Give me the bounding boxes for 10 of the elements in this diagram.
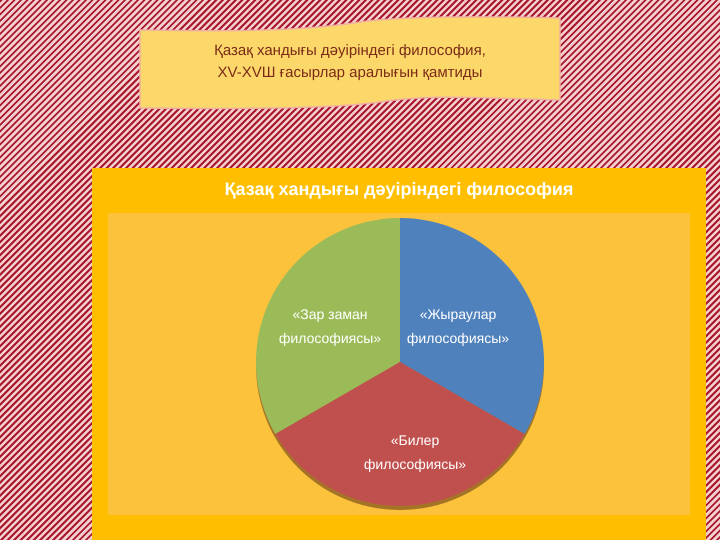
segment-label: «Билер философиясы» <box>362 431 468 474</box>
pie-segment <box>275 362 525 506</box>
banner-text: Қазақ хандығы дәуіріндегі философия, XV-XVШ ғасырлар аралығын қамтиды <box>213 41 487 83</box>
content-panel <box>92 168 706 540</box>
panel-title: Қазақ хандығы дәуіріндегі философия <box>224 178 574 201</box>
pie-segment <box>400 218 544 434</box>
wavy-banner <box>140 16 560 110</box>
segment-label: «Жыраулар философиясы» <box>406 305 510 348</box>
pie-segment <box>256 218 400 434</box>
segment-label: «Зар заман философиясы» <box>278 305 382 348</box>
